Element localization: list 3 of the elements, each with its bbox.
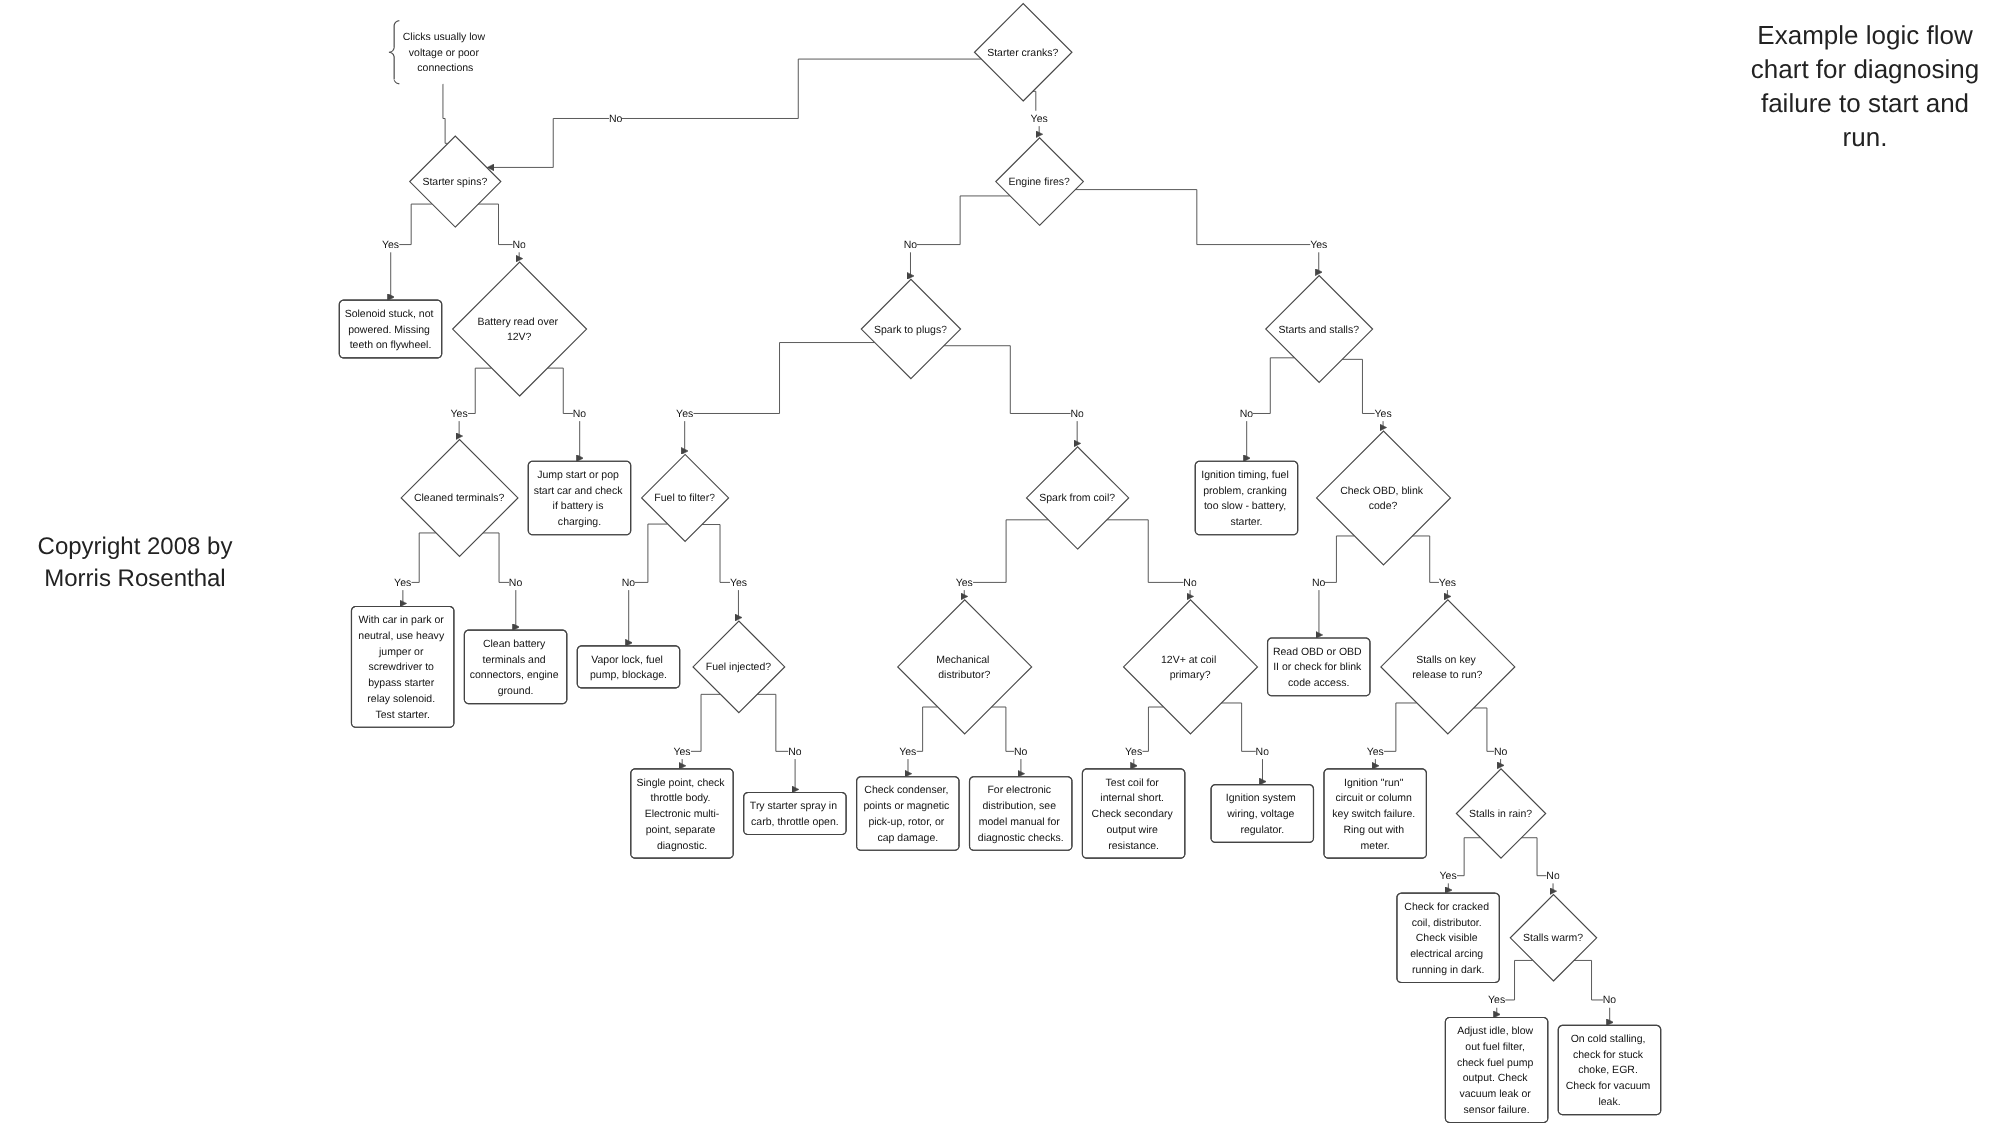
chart-title: Example logic flow chart for diagnosing failure to start and run. (1750, 20, 1980, 156)
connector (442, 83, 448, 144)
copyright-note: Copyright 2008 by Morris Rosenthal (35, 531, 235, 595)
